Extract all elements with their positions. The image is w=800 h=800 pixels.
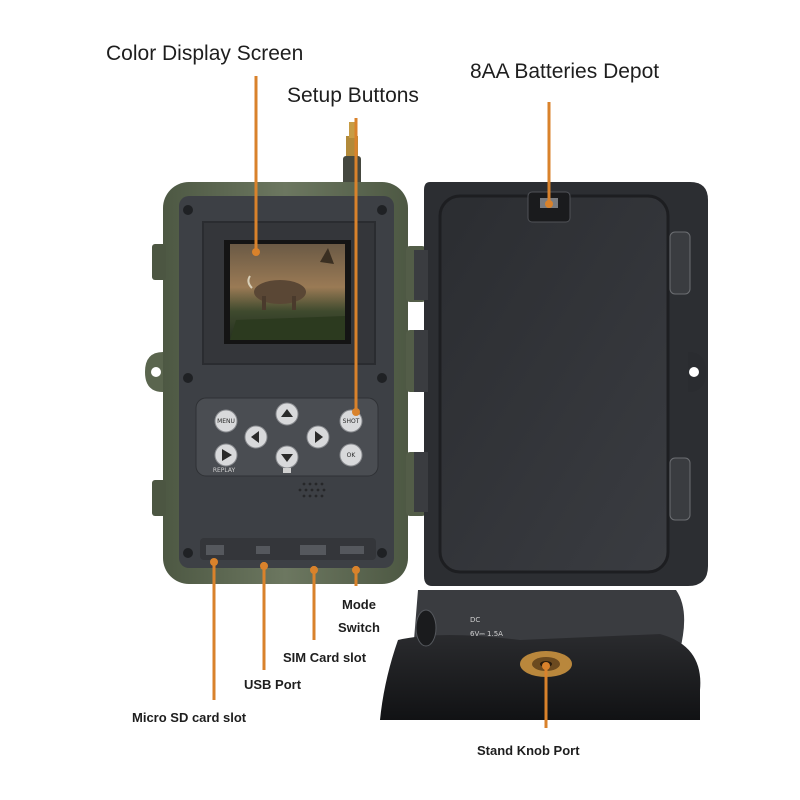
shot-label: SHOT (343, 418, 360, 425)
mode-switch[interactable] (340, 546, 364, 554)
sim-card-slot (300, 545, 326, 555)
color-display-screen (224, 240, 351, 344)
power-rating: 6V⎓ 1.5A (470, 630, 503, 638)
stand-knob-port-label: Stand Knob Port (477, 743, 580, 758)
bottom-ports (200, 538, 376, 560)
ok-label: OK (347, 452, 357, 459)
setup-buttons-label: Setup Buttons (287, 84, 419, 108)
mode-switch-label-line1: Mode (342, 597, 376, 612)
color-display-screen-label: Color Display Screen (106, 42, 303, 66)
dc-symbol: DC (470, 616, 480, 624)
antenna (343, 122, 361, 186)
batteries-depot-label: 8AA Batteries Depot (470, 60, 659, 84)
mode-switch-label-line2: Switch (338, 620, 380, 635)
micro-sd-slot-label: Micro SD card slot (132, 710, 246, 725)
replay-label: REPLAY (213, 467, 236, 474)
camera-icon (283, 468, 291, 473)
usb-port (256, 546, 270, 554)
battery-door (414, 182, 708, 586)
micro-sd-slot (206, 545, 224, 555)
dc-jack (416, 610, 436, 646)
menu-label: MENU (217, 418, 235, 425)
bottom-view-inset: DC 6V⎓ 1.5A (380, 590, 708, 722)
sim-card-slot-label: SIM Card slot (283, 650, 366, 665)
keypad: MENU SHOT OK REPLAY (196, 398, 378, 476)
usb-port-label: USB Port (244, 677, 301, 692)
